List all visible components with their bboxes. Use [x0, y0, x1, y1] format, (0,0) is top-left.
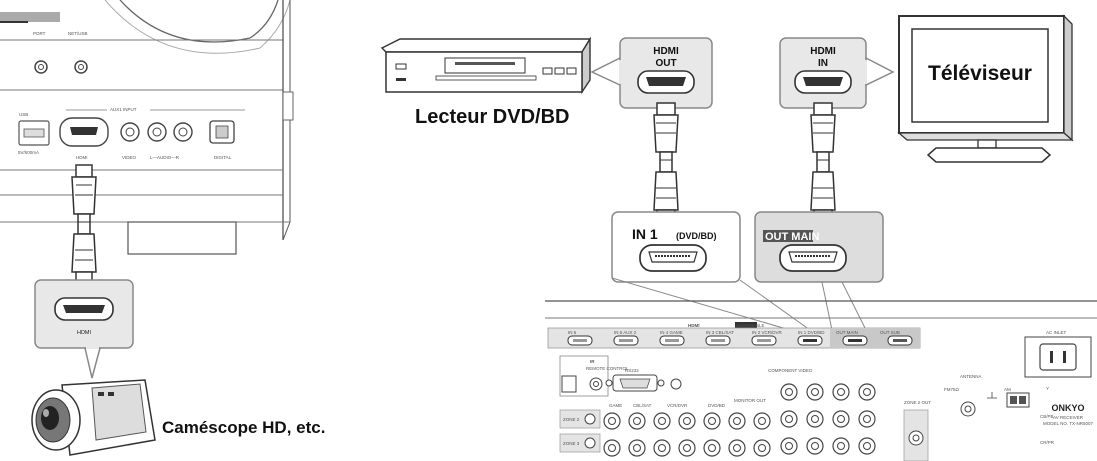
aux1-input-label: AUX1 INPUT: [110, 107, 137, 112]
monitor-out-label: MONITOR OUT: [734, 398, 766, 403]
rear-hdmi-input-3: IN 4 GAME: [659, 330, 685, 346]
audio-label: L—AUDIO—R: [150, 155, 180, 160]
rear-hdmi-input-label: IN 3 CBL/SAT: [706, 330, 734, 335]
rear-hdmi-input-6: IN 1 DVD/BD: [797, 330, 825, 346]
usb-power-label: 5V/500mA: [18, 150, 39, 155]
remote-control-label: REMOTE CONTROL: [586, 366, 629, 371]
camcorder-hdmi-label: HDMI: [77, 330, 92, 336]
zone2-label: ZONE 2: [563, 417, 580, 422]
rear-hdmi-input-1: IN 6: [567, 330, 593, 346]
hdmi-cable-dvd: [653, 102, 679, 221]
dvd-hdmi-out-label-line2: OUT: [655, 58, 676, 69]
component-pr-label: CR/PR: [1040, 440, 1055, 445]
receiver-in1-callout: IN 1 (DVD/BD): [611, 211, 741, 283]
tv-hdmi-in-label-line1: HDMI: [810, 46, 836, 57]
callout-leaders: [611, 277, 867, 331]
camcorder-hdmi-callout: HDMI: [34, 279, 134, 379]
receiver-in1-sub-label: (DVD/BD): [676, 231, 717, 241]
rs232-label: RS232: [625, 368, 639, 373]
receiver-in1-label: IN 1: [632, 226, 658, 242]
cbl-sat-label: CBL/SAT: [633, 403, 652, 408]
am-label: AM: [1004, 387, 1011, 392]
assignable-label: ASSIGNABLE: [736, 323, 765, 328]
audio-r-jack: [173, 122, 193, 142]
receiver-out-main-label: OUT MAIN: [765, 231, 819, 243]
audio-l-jack: [147, 122, 167, 142]
rear-hdmi-input-2: IN 5 AUX 2: [613, 330, 639, 346]
antenna-label: ANTENNA: [960, 374, 982, 379]
vcr-dvr-label: VCR/DVR: [667, 403, 688, 408]
port-label: PORT: [33, 31, 46, 36]
video-label: VIDEO: [122, 155, 137, 160]
zone2-out-label: ZONE 2 OUT: [904, 400, 931, 405]
component-video-label: COMPONENT VIDEO: [768, 368, 813, 373]
tv-label: Téléviseur: [928, 62, 1032, 85]
rear-hdmi-inputs: IN 6 IN 5 AUX 2 IN 4 GAME IN 3 CBL/SAT IN 2 …: [567, 330, 825, 346]
receiver-front-panel: PORT NET/USB USB AUX1 INPUT 5V/500mA HDM…: [0, 0, 294, 255]
ac-inlet-label: AC INLET: [1046, 330, 1067, 335]
tv-hdmi-in-callout: HDMI IN: [779, 37, 895, 109]
rear-hdmi-input-5: IN 2 VCR/DVR: [751, 330, 783, 346]
rear-out-main-label: OUT MAIN: [836, 330, 858, 335]
camcorder-icon: [31, 379, 156, 456]
video-jack: [120, 122, 140, 142]
dvd-hdmi-out-label-line1: HDMI: [653, 46, 679, 57]
fm75-label: FM75Ω: [944, 387, 960, 392]
rear-hdmi-input-label: IN 6: [568, 330, 577, 335]
component-video-jacks: [780, 383, 876, 455]
hdmi-header-label: HDMI: [688, 323, 700, 328]
brand-label: ONKYO: [1051, 403, 1084, 413]
dvd-player-icon: [380, 36, 592, 95]
receiver-out-main-callout: OUT MAIN: [754, 211, 884, 283]
zone3-label: ZONE 3: [563, 441, 580, 446]
net-usb-jack: [74, 60, 88, 74]
hdmi-cable-front: [71, 164, 97, 283]
component-y-label: Y: [1046, 386, 1049, 391]
front-hdmi-label: HDMI: [76, 155, 88, 160]
rear-hdmi-input-label: IN 5 AUX 2: [614, 330, 637, 335]
tv-hdmi-in-label-line2: IN: [818, 58, 828, 69]
rear-hdmi-input-label: IN 1 DVD/BD: [798, 330, 825, 335]
dvd-bd-label: DVD/BD: [708, 403, 726, 408]
usb-label: USB: [19, 112, 28, 117]
rear-hdmi-input-label: IN 4 GAME: [660, 330, 683, 335]
model-line1-label: AV RECEIVER: [1053, 415, 1084, 420]
camcorder-label: Caméscope HD, etc.: [162, 418, 325, 437]
ir-label: IR: [590, 359, 595, 364]
rear-hdmi-input-label: IN 2 VCR/DVR: [752, 330, 783, 335]
component-pb-label: CB/PB: [1040, 414, 1054, 419]
game-label: GAME: [609, 403, 622, 408]
rear-out-sub-label: OUT SUB: [880, 330, 900, 335]
model-line2-label: MODEL NO. TX-NR5007: [1043, 421, 1094, 426]
dvd-hdmi-out-callout: HDMI OUT: [590, 37, 713, 109]
digital-label: DIGITAL: [214, 155, 232, 160]
rear-hdmi-input-4: IN 3 CBL/SAT: [705, 330, 734, 346]
net-usb-label: NET/USB: [68, 31, 88, 36]
port-jack: [34, 60, 48, 74]
hdmi-cable-tv: [810, 102, 836, 221]
dvd-player-label: Lecteur DVD/BD: [415, 106, 569, 128]
tv-icon: [897, 14, 1074, 163]
composite-video-jacks: [603, 412, 771, 457]
